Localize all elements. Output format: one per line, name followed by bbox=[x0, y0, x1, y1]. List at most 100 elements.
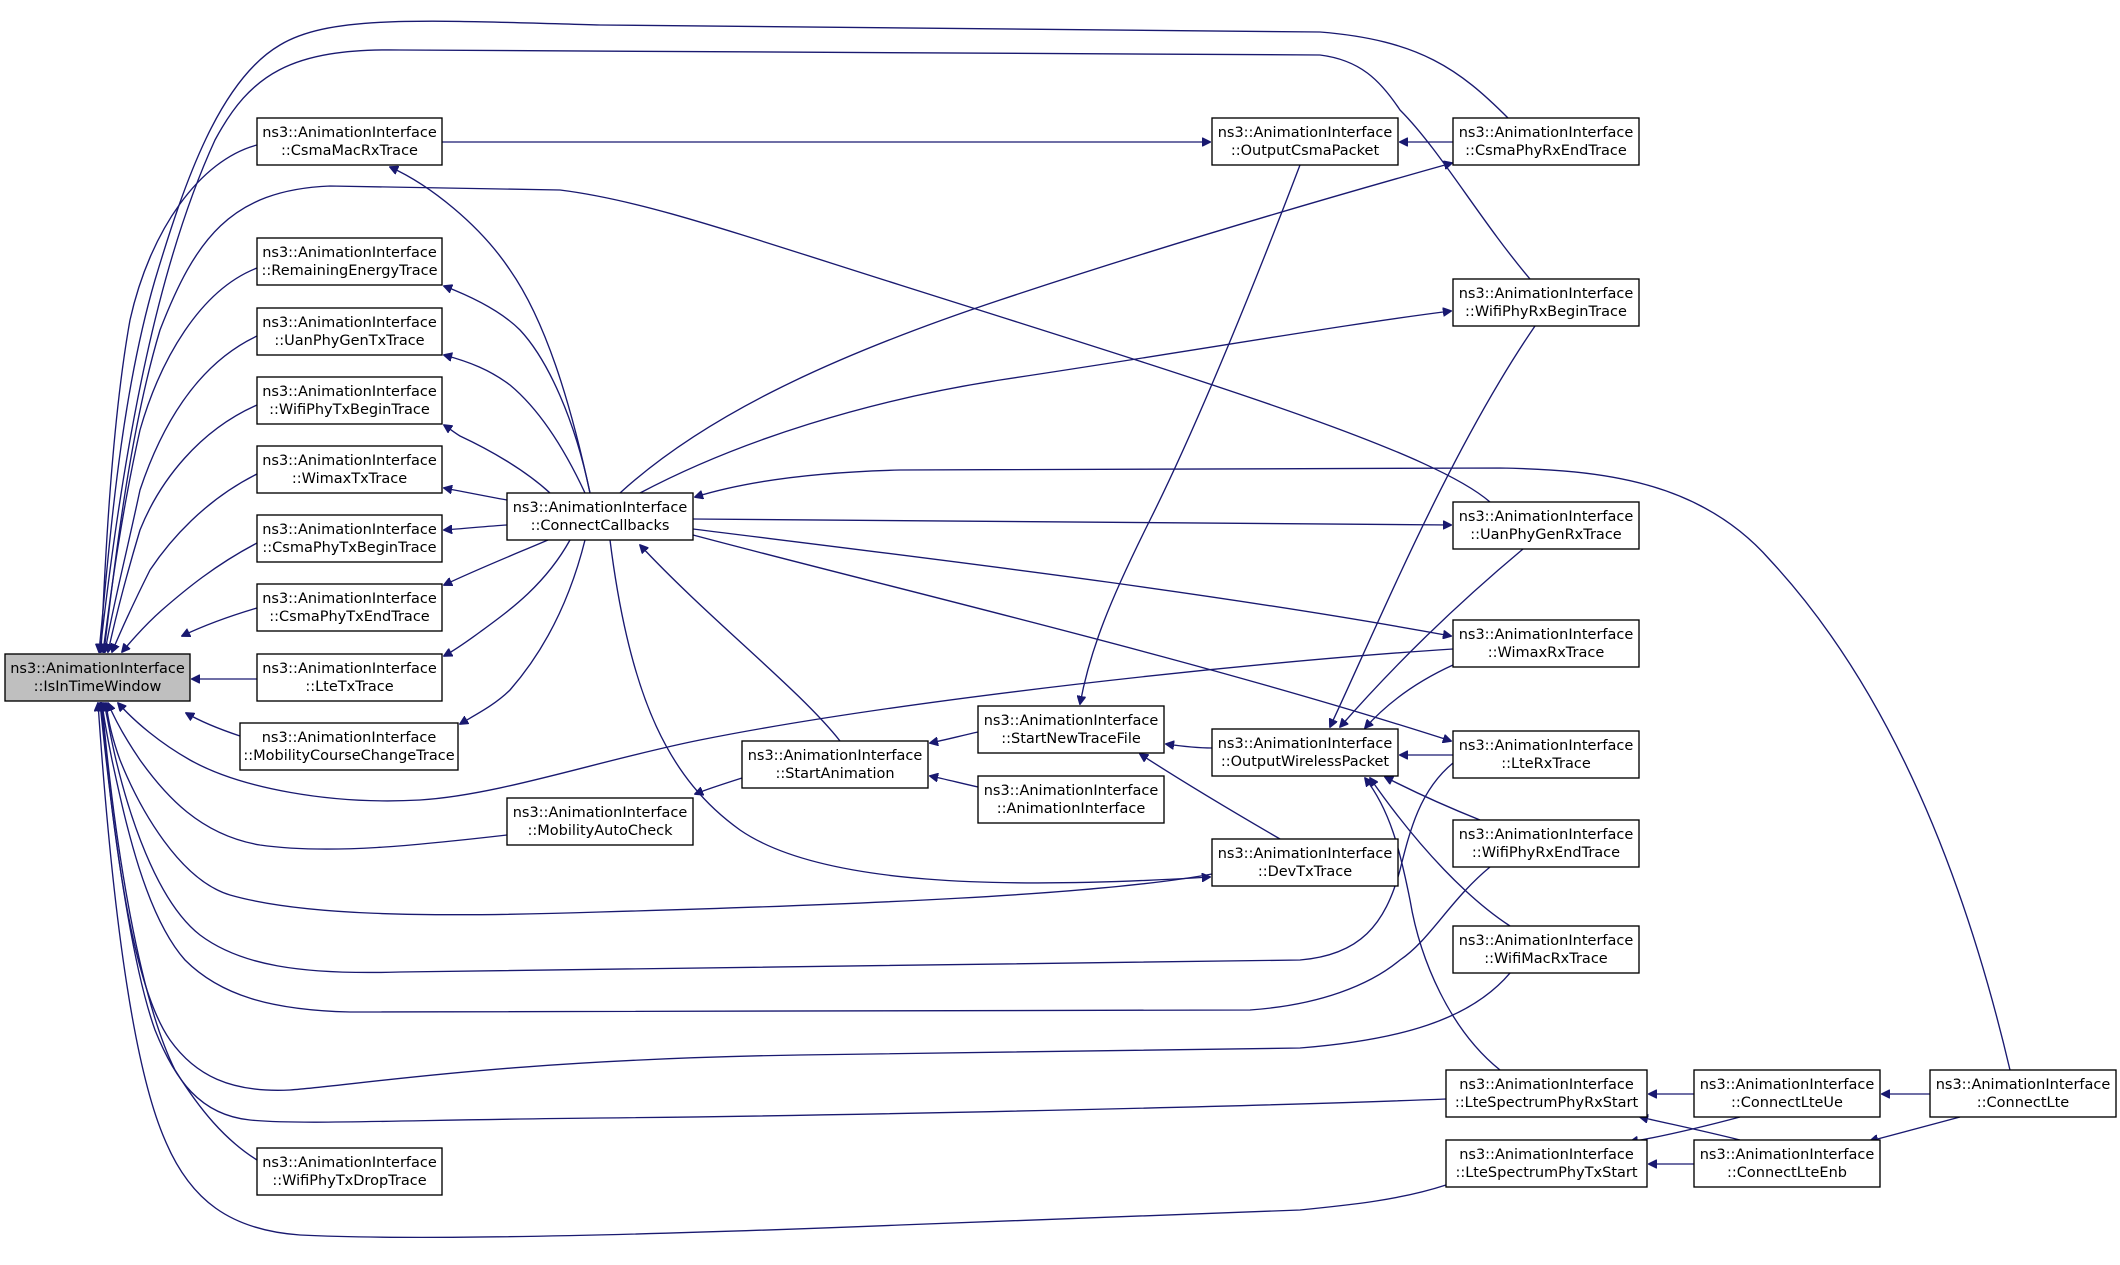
node-mobility-course-change-trace[interactable]: ns3::AnimationInterface::MobilityCourseC… bbox=[239, 722, 459, 771]
node-label-line2: ::CsmaPhyRxEndTrace bbox=[1465, 143, 1627, 159]
edge-wimax-tx-trace-to-is-in-time-window bbox=[112, 473, 258, 652]
edge-lte-spectrum-phy-rx-start-to-is-in-time-window bbox=[100, 703, 1447, 1123]
edge-csma-mac-rx-trace-to-is-in-time-window bbox=[101, 144, 258, 652]
node-box bbox=[977, 775, 1165, 824]
node-box bbox=[256, 583, 443, 632]
node-mobility-auto-check[interactable]: ns3::AnimationInterface::MobilityAutoChe… bbox=[506, 797, 694, 846]
edge-connect-callbacks-to-uan-phy-gen-rx-trace bbox=[692, 518, 1451, 525]
node-wifi-phy-rx-end-trace[interactable]: ns3::AnimationInterface::WifiPhyRxEndTra… bbox=[1452, 819, 1640, 868]
edges-layer bbox=[98, 20, 2011, 1238]
node-label-line1: ns3::AnimationInterface bbox=[513, 500, 688, 516]
node-wimax-rx-trace[interactable]: ns3::AnimationInterface::WimaxRxTrace bbox=[1452, 619, 1640, 668]
node-csma-phy-rx-end-trace[interactable]: ns3::AnimationInterface::CsmaPhyRxEndTra… bbox=[1452, 117, 1640, 166]
node-connect-callbacks[interactable]: ns3::AnimationInterface::ConnectCallback… bbox=[506, 492, 694, 541]
node-box bbox=[256, 653, 443, 702]
node-wifi-phy-tx-begin-trace[interactable]: ns3::AnimationInterface::WifiPhyTxBeginT… bbox=[256, 376, 443, 425]
node-label-line2: ::ConnectLte bbox=[1977, 1095, 2069, 1111]
node-label-line2: ::OutputWirelessPacket bbox=[1221, 754, 1390, 770]
node-label-line2: ::MobilityCourseChangeTrace bbox=[243, 748, 454, 764]
node-connect-lte[interactable]: ns3::AnimationInterface::ConnectLte bbox=[1929, 1069, 2117, 1118]
node-box bbox=[506, 797, 694, 846]
node-label-line1: ns3::AnimationInterface bbox=[1218, 846, 1393, 862]
node-box bbox=[506, 492, 694, 541]
node-label-line2: ::ConnectLteUe bbox=[1731, 1095, 1843, 1111]
node-wifi-mac-rx-trace[interactable]: ns3::AnimationInterface::WifiMacRxTrace bbox=[1452, 925, 1640, 974]
node-label-line2: ::UanPhyGenRxTrace bbox=[1470, 527, 1622, 543]
node-start-new-trace-file[interactable]: ns3::AnimationInterface::StartNewTraceFi… bbox=[977, 705, 1165, 754]
node-csma-phy-tx-begin-trace[interactable]: ns3::AnimationInterface::CsmaPhyTxBeginT… bbox=[256, 514, 443, 563]
node-wifi-phy-rx-begin-trace[interactable]: ns3::AnimationInterface::WifiPhyRxBeginT… bbox=[1452, 278, 1640, 327]
edge-start-animation-to-mobility-auto-check bbox=[695, 777, 743, 794]
node-lte-spectrum-phy-tx-start[interactable]: ns3::AnimationInterface::LteSpectrumPhyT… bbox=[1445, 1139, 1648, 1188]
edge-connect-callbacks-to-csma-mac-rx-trace bbox=[390, 167, 591, 494]
edge-csma-phy-tx-end-trace-to-is-in-time-window bbox=[182, 607, 258, 636]
node-remaining-energy-trace[interactable]: ns3::AnimationInterface::RemainingEnergy… bbox=[256, 237, 443, 286]
node-box bbox=[1211, 838, 1399, 887]
node-label-line1: ns3::AnimationInterface bbox=[262, 125, 437, 141]
edge-uan-phy-gen-rx-trace-to-output-wireless-packet bbox=[1340, 548, 1524, 727]
node-is-in-time-window[interactable]: ns3::AnimationInterface::IsInTimeWindow bbox=[4, 653, 191, 702]
node-csma-mac-rx-trace[interactable]: ns3::AnimationInterface::CsmaMacRxTrace bbox=[256, 117, 443, 166]
node-label-line1: ns3::AnimationInterface bbox=[262, 1155, 437, 1171]
edge-start-new-trace-file-to-start-animation bbox=[930, 731, 979, 743]
edge-connect-lte-ue-to-lte-spectrum-phy-tx-start bbox=[1630, 1116, 1741, 1142]
node-label-line1: ns3::AnimationInterface bbox=[262, 661, 437, 677]
node-output-wireless-packet[interactable]: ns3::AnimationInterface::OutputWirelessP… bbox=[1211, 728, 1399, 777]
node-box bbox=[256, 237, 443, 286]
edge-mobility-auto-check-to-is-in-time-window bbox=[108, 703, 508, 850]
edge-connect-callbacks-to-wimax-tx-trace bbox=[444, 488, 508, 501]
edge-wifi-phy-rx-end-trace-to-output-wireless-packet bbox=[1385, 777, 1481, 821]
node-label-line1: ns3::AnimationInterface bbox=[262, 315, 437, 331]
node-label-line2: ::LteRxTrace bbox=[1501, 756, 1591, 772]
node-label-line2: ::WimaxRxTrace bbox=[1488, 645, 1605, 661]
node-wimax-tx-trace[interactable]: ns3::AnimationInterface::WimaxTxTrace bbox=[256, 445, 443, 494]
node-uan-phy-gen-tx-trace[interactable]: ns3::AnimationInterface::UanPhyGenTxTrac… bbox=[256, 307, 443, 356]
node-box bbox=[1452, 117, 1640, 166]
node-box bbox=[741, 740, 929, 789]
node-label-line2: ::StartNewTraceFile bbox=[1001, 731, 1141, 747]
node-csma-phy-tx-end-trace[interactable]: ns3::AnimationInterface::CsmaPhyTxEndTra… bbox=[256, 583, 443, 632]
node-box bbox=[1452, 819, 1640, 868]
node-lte-rx-trace[interactable]: ns3::AnimationInterface::LteRxTrace bbox=[1452, 730, 1640, 779]
node-connect-lte-enb[interactable]: ns3::AnimationInterface::ConnectLteEnb bbox=[1693, 1139, 1881, 1188]
node-box bbox=[256, 514, 443, 563]
edge-wifi-phy-rx-end-trace-to-is-in-time-window bbox=[102, 703, 1491, 1013]
node-start-animation[interactable]: ns3::AnimationInterface::StartAnimation bbox=[741, 740, 929, 789]
edge-mobility-course-change-trace-to-is-in-time-window bbox=[186, 713, 241, 737]
node-box bbox=[1929, 1069, 2117, 1118]
edge-connect-callbacks-to-wifi-phy-rx-begin-trace bbox=[639, 311, 1451, 494]
edge-csma-phy-tx-begin-trace-to-is-in-time-window bbox=[122, 542, 258, 652]
node-label-line1: ns3::AnimationInterface bbox=[10, 661, 185, 677]
node-label-line1: ns3::AnimationInterface bbox=[1459, 627, 1634, 643]
node-box bbox=[1452, 278, 1640, 327]
node-dev-tx-trace[interactable]: ns3::AnimationInterface::DevTxTrace bbox=[1211, 838, 1399, 887]
edge-dev-tx-trace-to-start-new-trace-file bbox=[1140, 754, 1281, 840]
edge-connect-callbacks-to-uan-phy-gen-tx-trace bbox=[444, 355, 586, 494]
edge-dev-tx-trace-to-is-in-time-window bbox=[106, 703, 1213, 916]
edge-lte-spectrum-phy-tx-start-to-is-in-time-window bbox=[98, 703, 1447, 1238]
node-output-csma-packet[interactable]: ns3::AnimationInterface::OutputCsmaPacke… bbox=[1211, 117, 1399, 166]
node-box bbox=[1452, 501, 1640, 550]
node-box bbox=[1693, 1139, 1881, 1188]
node-lte-spectrum-phy-rx-start[interactable]: ns3::AnimationInterface::LteSpectrumPhyR… bbox=[1445, 1069, 1648, 1118]
node-label-line2: ::ConnectLteEnb bbox=[1727, 1165, 1847, 1181]
node-label-line1: ns3::AnimationInterface bbox=[984, 783, 1159, 799]
node-label-line1: ns3::AnimationInterface bbox=[1218, 736, 1393, 752]
node-label-line2: ::OutputCsmaPacket bbox=[1231, 143, 1380, 159]
edge-csma-phy-rx-end-trace-to-is-in-time-window bbox=[99, 20, 1509, 652]
node-label-line1: ns3::AnimationInterface bbox=[1459, 1077, 1634, 1093]
node-uan-phy-gen-rx-trace[interactable]: ns3::AnimationInterface::UanPhyGenRxTrac… bbox=[1452, 501, 1640, 550]
edge-connect-callbacks-to-csma-phy-tx-begin-trace bbox=[444, 524, 508, 530]
edge-output-wireless-packet-to-start-new-trace-file bbox=[1166, 744, 1213, 748]
node-wifi-phy-tx-drop-trace[interactable]: ns3::AnimationInterface::WifiPhyTxDropTr… bbox=[256, 1147, 443, 1196]
edge-wimax-rx-trace-to-output-wireless-packet bbox=[1365, 664, 1454, 728]
node-label-line1: ns3::AnimationInterface bbox=[1700, 1147, 1875, 1163]
edge-connect-callbacks-to-lte-tx-trace bbox=[444, 539, 571, 656]
node-animation-interface-ctor[interactable]: ns3::AnimationInterface::AnimationInterf… bbox=[977, 775, 1165, 824]
edge-connect-lte-to-connect-lte-enb bbox=[1870, 1116, 1961, 1141]
node-box bbox=[1211, 117, 1399, 166]
node-lte-tx-trace[interactable]: ns3::AnimationInterface::LteTxTrace bbox=[256, 653, 443, 702]
node-box bbox=[256, 1147, 443, 1196]
node-connect-lte-ue[interactable]: ns3::AnimationInterface::ConnectLteUe bbox=[1693, 1069, 1881, 1118]
node-box bbox=[1452, 730, 1640, 779]
